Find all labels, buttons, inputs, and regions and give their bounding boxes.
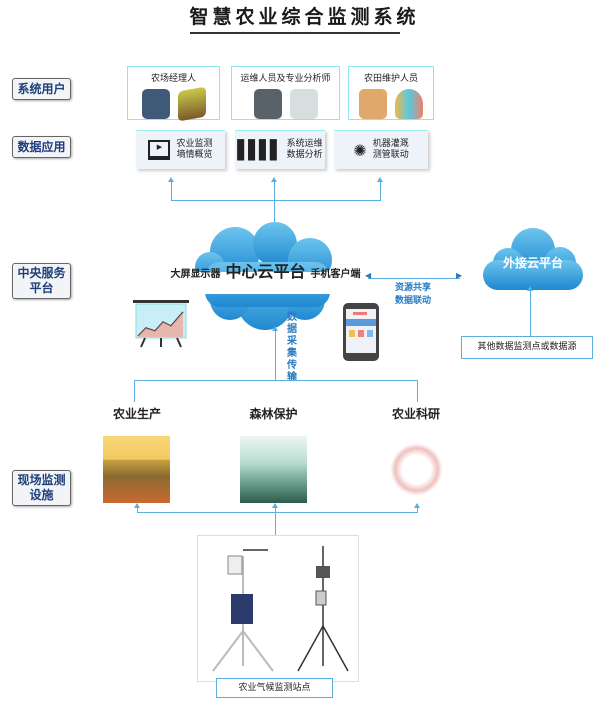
connector bbox=[137, 512, 418, 513]
external-cloud-label: 外接云平台 bbox=[502, 256, 563, 270]
tractor-field-image bbox=[103, 436, 170, 503]
connector bbox=[417, 380, 418, 402]
forest-image bbox=[240, 436, 307, 503]
arrow-up-icon bbox=[271, 177, 277, 182]
bidirectional-connector bbox=[368, 278, 460, 279]
research-illustration-image bbox=[383, 436, 450, 503]
farm-field-icon bbox=[177, 86, 206, 122]
arrow-right-icon: ▶ bbox=[456, 271, 463, 280]
bar-chart-icon: ▌▌▌▌ bbox=[237, 139, 283, 161]
user-farm-manager: 农场经理人 bbox=[127, 66, 220, 122]
resource-sharing-label: 资源共享数据联动 bbox=[395, 283, 432, 306]
label-line: 现场监测 bbox=[17, 473, 66, 487]
app-label: 机器灌溉测管联动 bbox=[372, 139, 409, 160]
arrow-up-icon bbox=[414, 503, 420, 508]
arrow-up-icon bbox=[272, 503, 278, 508]
connector bbox=[171, 200, 381, 201]
video-icon: ▶ bbox=[148, 140, 171, 160]
cloud-label: 大屏显示器 中心云平台 手机客户端 bbox=[158, 258, 373, 282]
app-irrigation-control[interactable]: ✺ 机器灌溉测管联动 bbox=[334, 130, 428, 169]
analyst-avatar-icon bbox=[253, 89, 282, 119]
app-ops-analysis[interactable]: ▌▌▌▌ 系统运维数据分析 bbox=[235, 130, 325, 169]
label-line: 设施 bbox=[29, 488, 54, 502]
arrow-up-icon bbox=[168, 177, 174, 182]
connector bbox=[134, 380, 135, 402]
arrow-up-icon bbox=[134, 503, 140, 508]
connector bbox=[275, 508, 276, 536]
arrow-left-icon: ◀ bbox=[365, 271, 372, 280]
label-line: 平台 bbox=[29, 281, 54, 295]
weather-station-label: 农业气候监测站点 bbox=[216, 678, 333, 698]
row-label-users: 系统用户 bbox=[12, 78, 71, 100]
connector bbox=[380, 182, 381, 200]
connector bbox=[417, 508, 418, 513]
connector bbox=[274, 182, 275, 200]
team-icon bbox=[395, 89, 423, 119]
title-underline bbox=[190, 32, 400, 34]
weather-station-icon bbox=[212, 546, 349, 672]
manager-avatar-icon bbox=[141, 89, 170, 119]
data-collection-label: 数据采集传输 bbox=[287, 312, 297, 383]
user-label: 农场经理人 bbox=[150, 74, 196, 84]
section-agri-production: 农业生产 bbox=[112, 407, 161, 421]
section-agri-research: 农业科研 bbox=[391, 407, 440, 421]
connector bbox=[274, 200, 275, 228]
big-screen-label: 大屏显示器 bbox=[170, 269, 221, 280]
user-ops-analyst: 运维人员及专业分析师 bbox=[231, 66, 340, 120]
other-sources-box: 其他数据监测点或数据源 bbox=[461, 336, 593, 359]
user-label: 运维人员及专业分析师 bbox=[240, 74, 331, 84]
label-line: 中央服务 bbox=[17, 266, 66, 280]
connector bbox=[275, 330, 276, 380]
app-label: 农业监测墒情概览 bbox=[176, 139, 213, 160]
row-label-field: 现场监测设施 bbox=[12, 470, 71, 506]
user-label: 农田维护人员 bbox=[363, 74, 418, 84]
maintainer-avatar-icon bbox=[359, 89, 387, 119]
central-cloud-icon bbox=[180, 222, 350, 330]
weather-station-box bbox=[197, 535, 359, 682]
user-field-maintainer: 农田维护人员 bbox=[348, 66, 434, 120]
big-screen-chart-icon bbox=[133, 300, 189, 348]
central-cloud-label: 中心云平台 bbox=[225, 262, 306, 281]
connector bbox=[134, 380, 418, 381]
arrow-up-icon bbox=[527, 286, 533, 291]
app-label: 系统运维数据分析 bbox=[286, 139, 323, 160]
arrow-up-icon bbox=[377, 177, 383, 182]
tactics-board-icon bbox=[289, 89, 318, 119]
external-cloud-icon bbox=[483, 228, 583, 290]
row-label-apps: 数据应用 bbox=[12, 136, 71, 158]
connector bbox=[530, 290, 531, 336]
arrow-up-icon bbox=[272, 326, 278, 331]
row-label-platform: 中央服务平台 bbox=[12, 263, 71, 299]
section-forest-protection: 森林保护 bbox=[249, 407, 298, 421]
network-hub-icon: ✺ bbox=[353, 140, 367, 160]
connector bbox=[137, 508, 138, 513]
page-title: 智慧农业综合监测系统 bbox=[189, 6, 420, 28]
app-monitoring-overview[interactable]: ▶ 农业监测墒情概览 bbox=[136, 130, 225, 169]
connector bbox=[171, 182, 172, 200]
mobile-client-label: 手机客户端 bbox=[310, 269, 361, 280]
mobile-phone-icon bbox=[343, 303, 379, 361]
